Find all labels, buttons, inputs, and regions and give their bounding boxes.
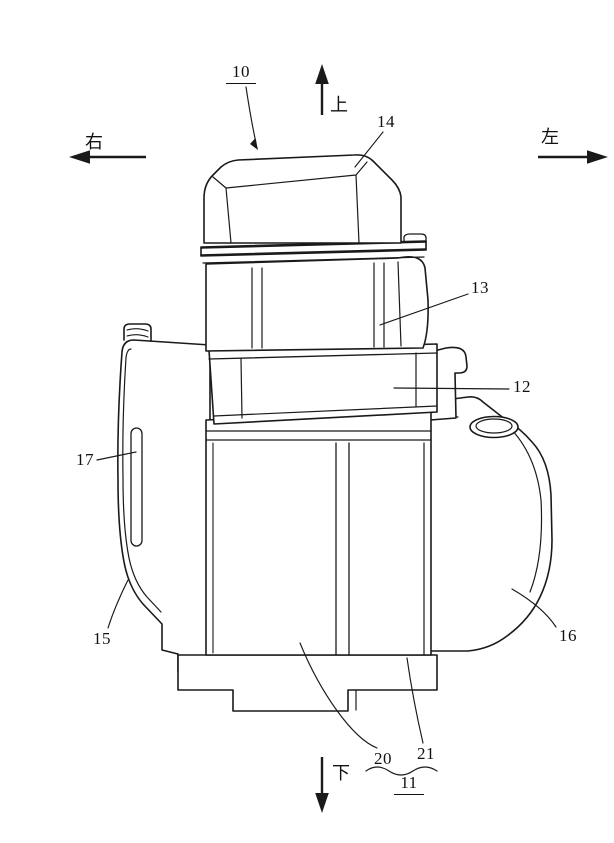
ref-label-21: 21: [417, 744, 435, 763]
leader-15: [107, 579, 129, 629]
leader-17: [96, 451, 137, 461]
cover-right-inner-line: [355, 174, 360, 244]
crankcase-outline: [205, 410, 432, 656]
ref-label-10: 10: [226, 62, 256, 84]
engine-drawing: [117, 154, 553, 712]
leader-21: [406, 657, 424, 744]
cover-outline: [203, 154, 402, 244]
right-bracket: [429, 346, 468, 421]
leader-lines: [96, 86, 557, 776]
crankcase-body: [205, 410, 432, 656]
ref-label-13: 13: [471, 278, 489, 297]
left-side-cover: [117, 323, 211, 673]
ref-label-17: 17: [76, 450, 94, 469]
direction-label-right-side: 右: [85, 132, 103, 152]
cover-left-inner-line: [225, 187, 232, 244]
leader-12: [393, 387, 510, 390]
ref-label-11: 11: [394, 773, 424, 795]
leader-13: [379, 293, 469, 326]
flange-line-2: [200, 248, 427, 256]
left-cover-outline: [117, 339, 211, 673]
cylinder-head: [205, 255, 429, 352]
band-left-rib: [240, 358, 243, 419]
leader-10: [245, 86, 257, 144]
leader-20: [299, 642, 378, 749]
ref-label-20: 20: [374, 749, 392, 768]
left-cover-top-tab: [123, 323, 152, 342]
ref-label-12: 12: [513, 377, 531, 396]
down-arrow-icon: [315, 757, 329, 813]
band-bottom-inner-line: [213, 405, 438, 417]
flange-line-3: [202, 256, 425, 264]
leader-10-arrowhead: [250, 138, 258, 150]
ref-label-15: 15: [93, 629, 111, 648]
direction-label-up: 上: [330, 95, 348, 115]
up-arrow-icon: [315, 64, 329, 115]
right-cover-outline: [429, 396, 553, 652]
left-cover-inner-contour: [122, 348, 162, 613]
ref-label-16: 16: [559, 626, 577, 645]
crankcase-bottom: [177, 654, 438, 712]
brace-11: [365, 766, 438, 776]
direction-label-down: 下: [332, 763, 350, 783]
orientation-arrows: [69, 64, 608, 813]
bottom-step-outline: [177, 654, 438, 712]
ref-label-14: 14: [377, 112, 395, 131]
oil-filler-cap: [469, 415, 519, 439]
cylinder-base-band: [208, 343, 438, 425]
head-outline: [205, 255, 429, 352]
flange-right-tab: [403, 233, 427, 243]
leader-16: [511, 588, 557, 628]
left-arrow-icon: [69, 150, 146, 164]
right-side-cover: [429, 396, 553, 652]
direction-label-left-side: 左: [541, 127, 559, 147]
leader-14: [354, 131, 384, 168]
head-right-edge-line: [397, 261, 402, 347]
right-arrow-icon: [538, 150, 608, 164]
left-cover-tab-lines: [126, 328, 149, 338]
cover-top-face-line: [212, 161, 368, 189]
band-top-inner-line: [208, 352, 438, 360]
head-cover: [203, 154, 402, 244]
right-cover-inner-arc: [505, 423, 543, 593]
left-cover-slot: [130, 427, 143, 547]
